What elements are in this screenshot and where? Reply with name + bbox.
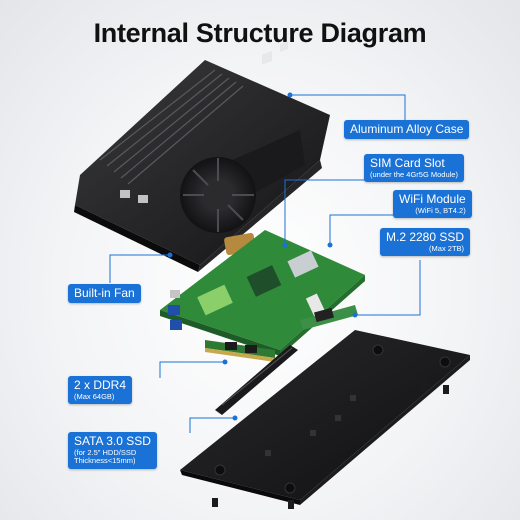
callout-label: Aluminum Alloy Case	[350, 122, 464, 136]
callout-m2-ssd: M.2 2280 SSD (Max 2TB)	[380, 228, 471, 257]
callout-wifi-module: WiFi Module (WiFi 5, BT4.2)	[393, 190, 472, 219]
callout-aluminum-case: Aluminum Alloy Case	[344, 120, 470, 140]
callout-note: Thickness<15mm)	[74, 456, 136, 466]
page-title: Internal Structure Diagram	[93, 18, 427, 48]
callout-label: WiFi Module	[399, 192, 466, 206]
callout-built-in-fan: Built-in Fan	[68, 284, 141, 304]
callout-label: 2 x DDR4	[74, 378, 127, 392]
screws	[212, 380, 449, 509]
callout-label: Built-in Fan	[74, 286, 135, 300]
callout-label: SIM Card Slot	[370, 156, 445, 170]
callout-note: (WiFi 5, BT4.2)	[415, 206, 466, 216]
callout-sata-ssd: SATA 3.0 SSD (for 2.5" HDD/SSD Thickness…	[68, 432, 157, 469]
callout-label: SATA 3.0 SSD	[74, 434, 151, 448]
callout-label: M.2 2280 SSD	[386, 230, 465, 244]
callout-sim-card-slot: SIM Card Slot (under the 4Gr5G Module)	[364, 154, 464, 183]
aluminum-case	[74, 41, 330, 272]
callout-note: (under the 4Gr5G Module)	[370, 170, 458, 180]
callout-ddr4: 2 x DDR4 (Max 64GB)	[68, 376, 133, 405]
callout-note: (Max 2TB)	[429, 244, 465, 254]
motherboard	[160, 230, 365, 362]
callout-note: (Max 64GB)	[74, 392, 115, 402]
bottom-plate	[180, 330, 470, 505]
sata-bracket	[215, 345, 298, 415]
callout-note: (for 2.5" HDD/SSD	[74, 448, 137, 458]
